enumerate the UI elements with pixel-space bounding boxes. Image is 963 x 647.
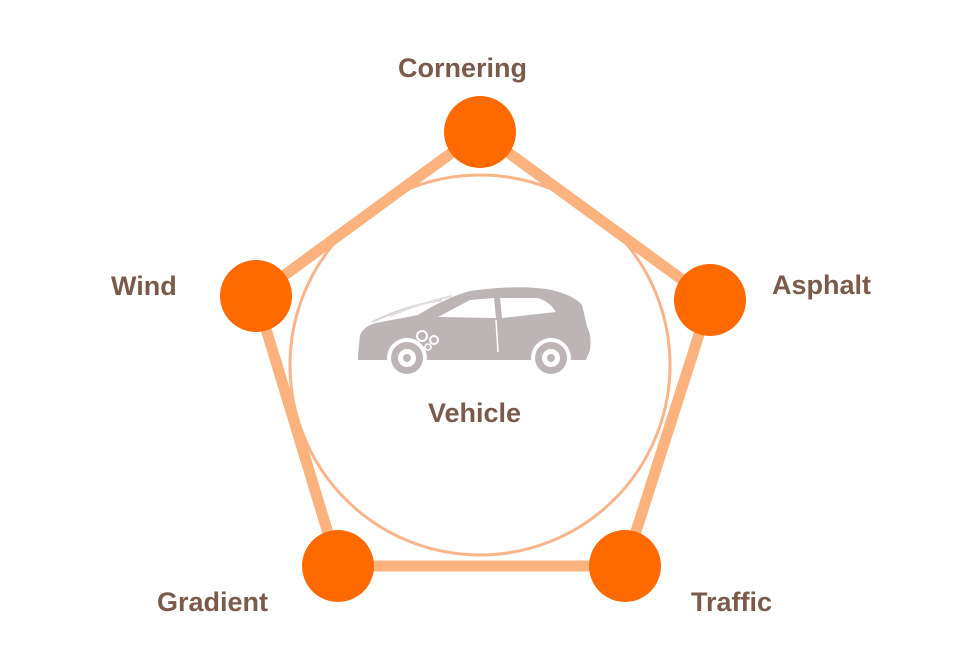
node-asphalt	[674, 264, 746, 336]
label-gradient: Gradient	[157, 587, 269, 617]
node-gradient	[302, 530, 374, 602]
label-wind: Wind	[111, 271, 177, 301]
edge-cornering-asphalt	[474, 126, 716, 306]
node-traffic	[589, 530, 661, 602]
vehicle-circle	[288, 173, 672, 557]
node-cornering	[444, 96, 516, 168]
pentagon-edges	[250, 126, 716, 572]
edge-gradient-wind	[250, 290, 344, 572]
label-traffic: Traffic	[691, 587, 773, 617]
edge-asphalt-traffic	[619, 294, 716, 572]
label-cornering: Cornering	[398, 53, 528, 83]
label-vehicle: Vehicle	[428, 398, 522, 428]
edge-wind-cornering	[250, 126, 486, 302]
node-wind	[220, 260, 292, 332]
car-icon	[358, 287, 591, 378]
label-asphalt: Asphalt	[772, 270, 872, 300]
